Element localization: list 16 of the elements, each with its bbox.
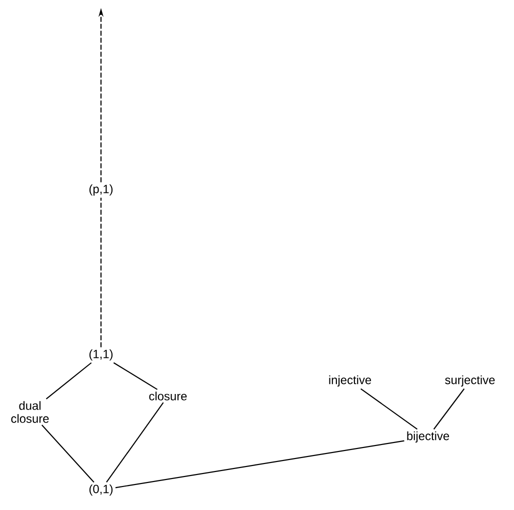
connector-line (106, 402, 164, 483)
connector-line (115, 440, 404, 488)
node-label: bijective (407, 431, 450, 443)
node-label: (p,1) (89, 184, 113, 196)
node-label: dual closure (11, 401, 49, 423)
connector-line (46, 362, 92, 400)
connector-line (41, 424, 94, 483)
node-label: surjective (445, 375, 495, 387)
node-label: (0,1) (89, 484, 113, 496)
connector-line (433, 388, 465, 430)
connector-line (113, 362, 158, 390)
node-label: closure (149, 392, 187, 400)
connector-line (100, 198, 102, 348)
connector-line (360, 388, 418, 430)
node-label: injective (329, 375, 372, 387)
node-label: (1,1) (89, 349, 113, 361)
